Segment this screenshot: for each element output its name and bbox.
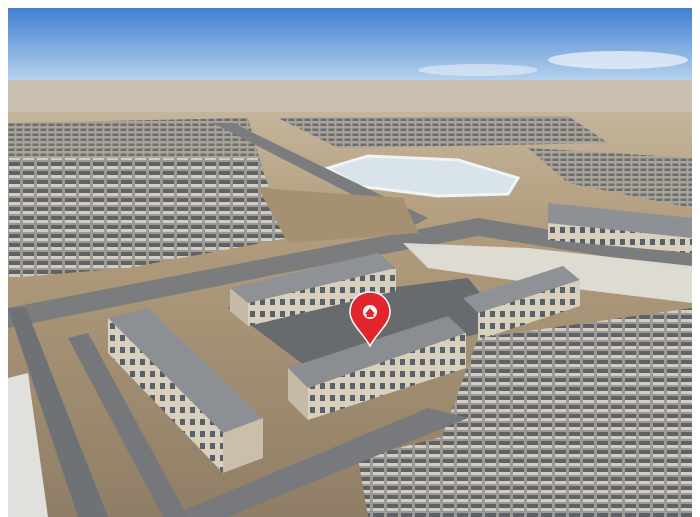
townhouses-left — [8, 158, 288, 278]
aerial-scene — [8, 8, 692, 517]
cloud — [418, 64, 538, 76]
apartment-building-west — [108, 308, 263, 473]
snow-strip — [8, 373, 48, 517]
far-subdivision-right — [278, 116, 608, 148]
far-subdivision-right2 — [528, 148, 692, 208]
street-diagonal — [68, 333, 188, 517]
cloud — [548, 51, 688, 69]
street-lower — [168, 408, 468, 517]
apartment-building-north — [230, 253, 396, 326]
apartment-building-center — [288, 316, 466, 420]
left-road — [8, 308, 108, 517]
horizon-fields — [8, 80, 692, 112]
apartment-far-right-facade — [548, 223, 692, 253]
houses-bottom — [358, 428, 548, 517]
sky — [8, 8, 692, 84]
apartment-building-east — [463, 266, 580, 340]
stormwater-pond — [324, 154, 521, 198]
construction-lots — [258, 188, 418, 243]
location-pin-icon — [349, 291, 391, 348]
aerial-photo — [8, 8, 692, 517]
